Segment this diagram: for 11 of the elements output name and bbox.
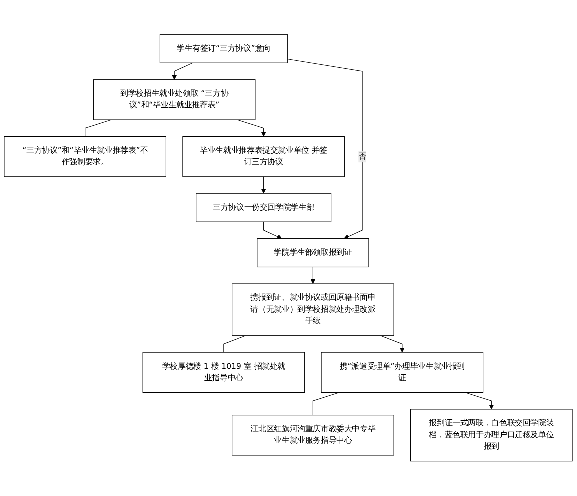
connector: [85, 120, 112, 137]
arrow: [287, 58, 363, 240]
arrow: [172, 62, 194, 80]
arrow: [380, 336, 405, 353]
arrow: [237, 120, 266, 137]
connector: [224, 336, 246, 353]
arrow: [261, 176, 266, 194]
connector: [312, 392, 340, 416]
arrow: [465, 392, 494, 410]
arrow: [310, 266, 316, 284]
arrow: [264, 222, 282, 240]
